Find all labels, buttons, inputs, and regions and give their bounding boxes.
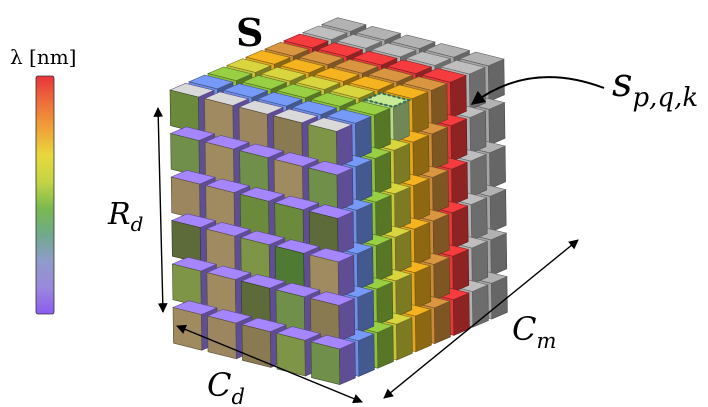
cubelet-side — [338, 298, 356, 342]
cols-main: C — [207, 366, 231, 404]
cubelet-side — [357, 290, 375, 334]
cubelet-side — [411, 91, 429, 135]
cubelet-side — [487, 58, 505, 102]
cubelet-side — [395, 317, 413, 361]
title-label: S — [236, 10, 263, 55]
cubelet-side — [431, 126, 449, 171]
cubelet-side — [490, 232, 508, 276]
cubelet-side — [337, 254, 355, 299]
cubelet-front — [172, 307, 203, 351]
cubelet-side — [376, 325, 394, 369]
cubelet-side — [469, 110, 487, 154]
data-cube — [169, 17, 508, 386]
cubelet-side — [432, 170, 449, 214]
math-labels: S sp,q,k Rd Cd Cm — [107, 10, 698, 407]
cubelet-side — [335, 124, 353, 168]
rows-subscript: d — [131, 212, 144, 236]
highlighted-element — [361, 92, 413, 108]
cubelet-side — [451, 162, 468, 206]
rows-main: R — [107, 197, 131, 232]
cubelet-side — [412, 134, 430, 179]
cubelet-side — [452, 292, 470, 336]
cubelet-side — [413, 178, 430, 222]
cubelet-side — [488, 102, 506, 146]
cubelet-side — [490, 276, 508, 320]
bands-arrow — [383, 239, 579, 399]
rows-label: Rd — [107, 197, 143, 236]
cubelet-side — [471, 240, 489, 285]
element-main: s — [612, 60, 633, 106]
cubelet-side — [354, 116, 372, 160]
colorbar-gradient — [35, 75, 55, 315]
bands-subscript: m — [536, 329, 556, 353]
cubelet-front — [169, 89, 200, 134]
cubelet-front — [171, 220, 201, 264]
cubelet-side — [356, 203, 373, 247]
cubelet-front — [170, 176, 201, 221]
cubelet-front — [172, 263, 202, 308]
cubelet-side — [489, 145, 506, 189]
cubelet-side — [395, 273, 413, 317]
cubelet-side — [471, 284, 489, 328]
wavelength-colorbar: λ [nm] — [10, 45, 76, 315]
cubelet-front — [241, 324, 272, 368]
colorbar-label: λ [nm] — [10, 45, 76, 69]
bands-main: C — [512, 310, 536, 348]
cubelet-side — [374, 151, 392, 195]
element-pointer-arrow — [470, 76, 605, 105]
bands-label: Cm — [512, 310, 556, 353]
cubelet-side — [414, 265, 432, 309]
cubelet-side — [449, 75, 467, 119]
cubelet-side — [336, 167, 354, 212]
cubelet-side — [394, 230, 412, 274]
cubelet-front — [207, 315, 237, 360]
cols-label: Cd — [207, 366, 245, 407]
cubelet-side — [433, 257, 451, 301]
rows-arrow — [153, 107, 168, 313]
cubelet-side — [470, 197, 488, 241]
cubelet-front — [170, 133, 200, 177]
cubelet-side — [357, 333, 375, 377]
cubelet-side — [451, 205, 469, 249]
cubelet-side — [470, 153, 487, 198]
cubelet-side — [450, 118, 468, 162]
dimension-arrows — [153, 76, 605, 404]
cols-subscript: d — [231, 385, 244, 407]
cubelet-side — [414, 308, 432, 353]
cubelet-side — [393, 143, 411, 187]
cubelet-side — [338, 341, 356, 386]
cubelet-side — [375, 238, 393, 282]
cubelet-side — [430, 83, 448, 127]
cubelet-side — [355, 159, 373, 203]
cubelet-side — [356, 246, 374, 290]
cubelet-side — [375, 194, 392, 239]
cubelet-side — [432, 213, 450, 258]
cubelet-side — [433, 300, 451, 345]
cubelet-side — [376, 281, 394, 326]
cubelet-front — [276, 332, 306, 377]
cubelet-side — [452, 249, 470, 293]
cols-arrow — [176, 324, 363, 404]
element-label: sp,q,k — [612, 60, 698, 113]
element-subscript: p,q,k — [633, 83, 699, 113]
cubelet-side — [337, 211, 354, 255]
cubelet-side — [373, 107, 391, 152]
cubelet-side — [413, 221, 431, 266]
cubelet-front — [310, 341, 341, 385]
cubelet-side — [394, 186, 411, 230]
cubelet-side — [489, 189, 507, 233]
